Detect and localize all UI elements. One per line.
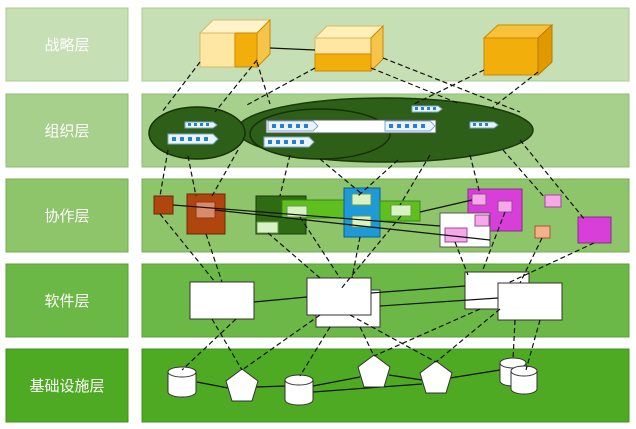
layer-label-text: 基础设施层 [29, 377, 104, 395]
software-link [370, 285, 466, 294]
collab-link [419, 199, 473, 213]
infra-link [196, 381, 229, 389]
process-chip [411, 105, 443, 113]
cube-side [537, 23, 553, 77]
layer-label-strategy: 战略层 [5, 7, 129, 82]
org-process-chips [167, 105, 499, 148]
process-chip [184, 121, 218, 129]
software-components [189, 271, 563, 328]
cube-front [314, 37, 372, 55]
layer-label-text: 软件层 [44, 292, 89, 310]
database-node [510, 365, 538, 395]
collab-palegreen-4 [351, 215, 372, 228]
software-link [379, 297, 499, 307]
database-node [284, 374, 314, 406]
process-chip [384, 120, 436, 132]
infra-link [255, 385, 287, 388]
software-box [497, 282, 563, 321]
cross-layer-connectors [159, 57, 595, 377]
infrastructure-nodes [167, 354, 538, 406]
infra-link [312, 383, 423, 393]
process-chip [267, 120, 319, 132]
collaboration-units [153, 187, 612, 248]
cube-side [370, 24, 384, 73]
process-chip [469, 121, 499, 129]
cube-front-accent [234, 32, 258, 68]
collab-salmon [534, 225, 551, 239]
collab-pink-2 [497, 200, 513, 213]
org-ellipse-inner [249, 108, 391, 160]
collab-brown-small [153, 195, 174, 215]
process-chip [167, 133, 219, 145]
org-ellipse-small [148, 106, 246, 160]
collab-magenta-small [577, 216, 612, 244]
software-box [189, 281, 255, 320]
strategy-cubes [198, 18, 554, 77]
process-chip [263, 136, 315, 148]
server-node [357, 354, 391, 388]
server-node [419, 360, 453, 394]
strategy-cube-3 [482, 23, 554, 77]
layer-labels: 战略层 组织层 协作层 软件层 基础设施层 [5, 7, 129, 423]
software-box [306, 277, 372, 316]
collab-palegreen-3 [351, 193, 372, 206]
collab-pink-3 [474, 214, 490, 227]
layer-label-infrastructure: 基础设施层 [5, 348, 129, 423]
layer-label-collaboration: 协作层 [5, 178, 129, 253]
layer-label-text: 组织层 [44, 122, 89, 140]
collab-pink-5 [544, 194, 562, 208]
collab-palegreen-2 [286, 205, 308, 218]
infra-link [449, 369, 501, 379]
strategy-link [269, 47, 316, 51]
cube-front-lower [314, 53, 372, 72]
software-link [253, 296, 308, 303]
collab-palegreen-5 [390, 204, 412, 217]
server-node [225, 368, 259, 402]
cube-side [256, 18, 271, 69]
database-node [167, 366, 197, 398]
layer-label-software: 软件层 [5, 263, 129, 338]
collab-pink-1 [471, 193, 487, 206]
infra-link [312, 376, 361, 387]
band-infrastructure [141, 348, 630, 423]
collab-palegreen-1 [256, 221, 279, 234]
collab-link [214, 209, 491, 241]
cube-front [483, 37, 539, 76]
infra-link [388, 374, 423, 381]
layer-label-text: 战略层 [44, 36, 89, 54]
layer-label-organization: 组织层 [5, 93, 129, 168]
organization-units [148, 97, 534, 163]
layer-label-text: 协作层 [44, 207, 89, 225]
strategy-cube-2 [313, 24, 385, 73]
strategy-cube-1 [198, 18, 272, 69]
collab-brown-inner [195, 201, 216, 219]
